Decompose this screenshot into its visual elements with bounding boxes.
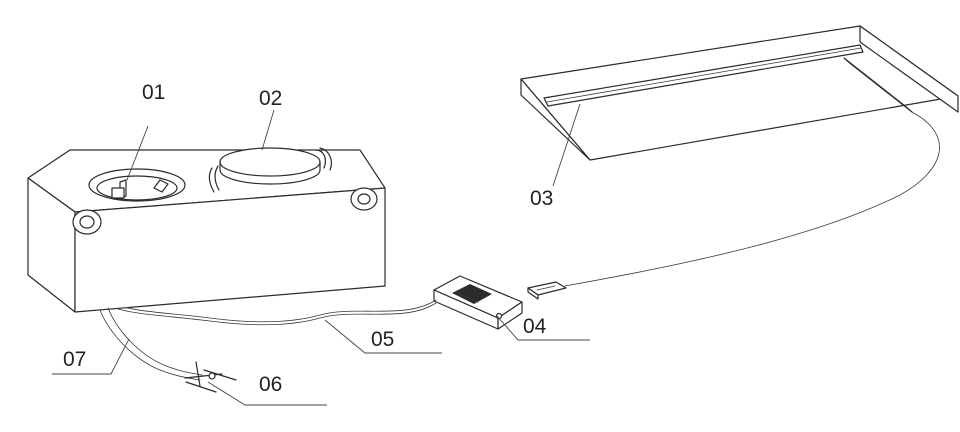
callout-06: 06 [259,373,282,396]
power-cable [119,299,437,323]
callout-03: 03 [530,187,553,210]
led-light-strip [543,44,913,113]
cable-connector [527,281,567,300]
cabinet-panel [520,25,959,161]
leader-lines [52,103,590,406]
mains-cable [99,309,201,381]
callout-02: 02 [259,87,282,110]
socket-box [27,149,386,313]
power-outlet [88,168,186,202]
driver-box [433,275,523,330]
callout-05: 05 [371,328,394,351]
callout-07: 07 [63,348,86,371]
callout-01: 01 [142,81,165,104]
wire-ends [184,361,237,393]
callout-04: 04 [523,315,547,338]
rotating-cover [208,147,332,193]
led-cable [564,111,940,287]
